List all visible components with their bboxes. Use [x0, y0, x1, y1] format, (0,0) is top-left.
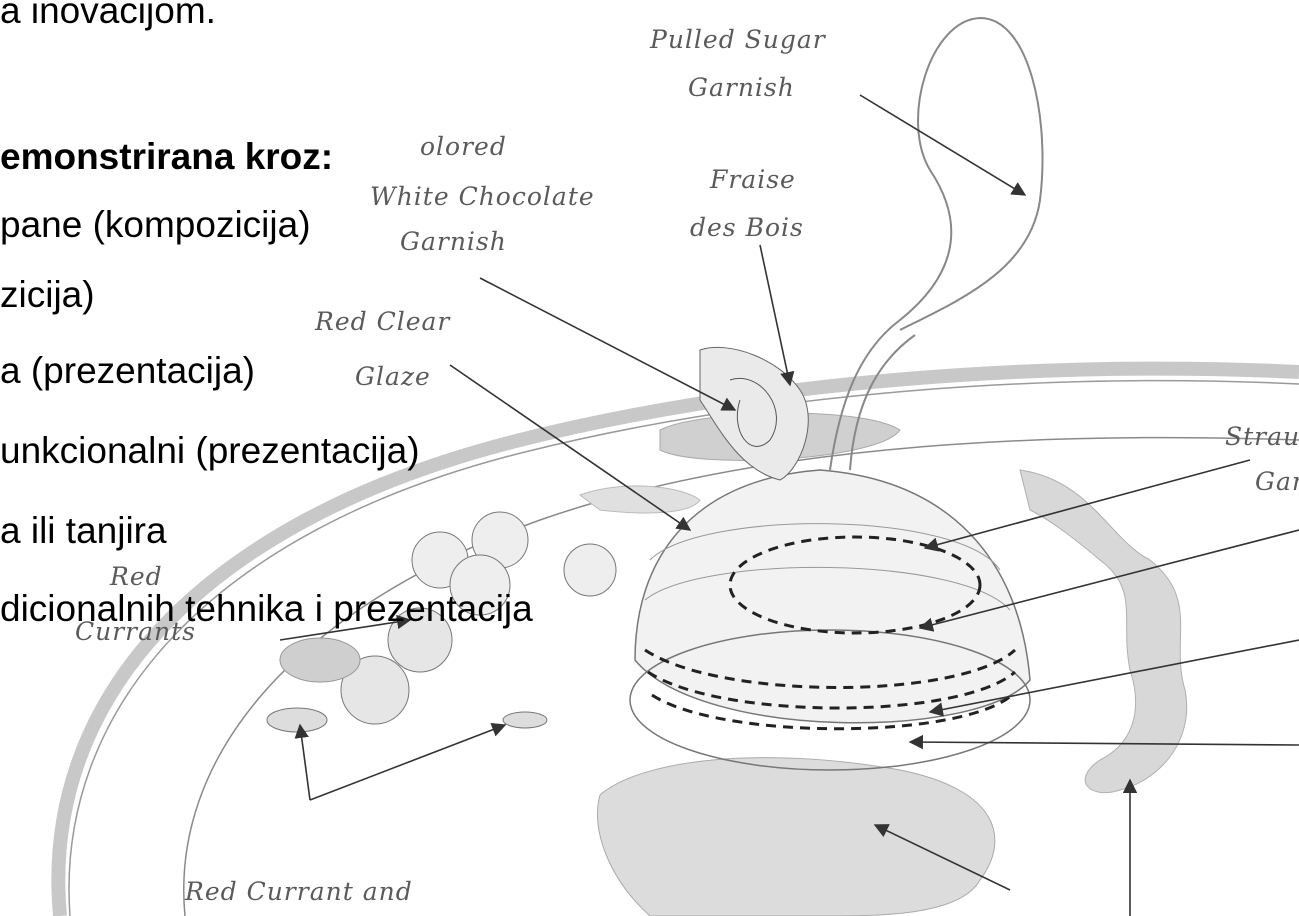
- red-currants: [267, 512, 616, 732]
- label-red-line1: Red: [109, 562, 163, 591]
- label-red-clear-line1: Red Clear: [314, 307, 451, 336]
- label-pulled-sugar-line1: Pulled Sugar: [649, 25, 827, 54]
- label-pulled-sugar-line2: Garnish: [688, 73, 795, 102]
- label-colored-line2: White Chocolate: [370, 182, 595, 211]
- dome-dessert: [630, 470, 1030, 770]
- label-fraise-line1: Fraise: [709, 165, 796, 194]
- label-strawberry-line1: Strau: [1225, 422, 1299, 451]
- label-colored-line1: olored: [420, 132, 507, 161]
- label-strawberry-line2: Gar: [1255, 467, 1299, 496]
- label-red-currant-and: Red Currant and: [184, 877, 413, 906]
- label-fraise-line2: des Bois: [690, 213, 804, 242]
- label-currants: Currants: [75, 617, 196, 646]
- label-colored-line3: Garnish: [400, 227, 507, 256]
- label-red-clear-line2: Glaze: [355, 362, 431, 391]
